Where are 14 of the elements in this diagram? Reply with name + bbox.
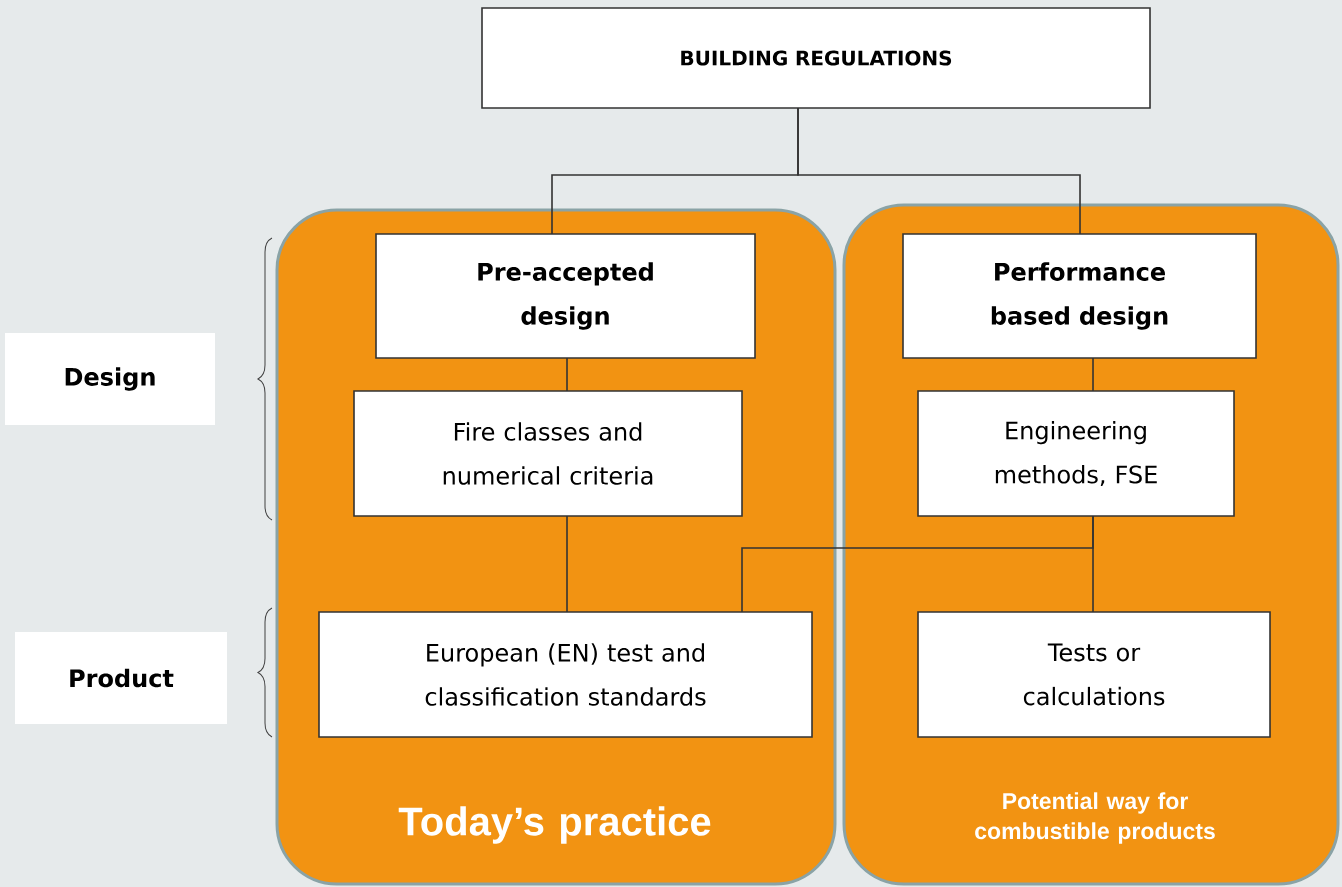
design-box: Pre-accepted design bbox=[375, 233, 756, 359]
process-box: Tests or calculations bbox=[917, 611, 1271, 738]
connector-line bbox=[566, 515, 568, 613]
category-label: Product bbox=[15, 632, 227, 724]
process-box: Engineering methods, FSE bbox=[917, 390, 1235, 517]
design-box: Performance based design bbox=[902, 233, 1257, 359]
process-box: European (EN) test and classification standards bbox=[318, 611, 813, 738]
category-label: Design bbox=[5, 333, 215, 425]
connector-line bbox=[797, 107, 1081, 235]
title-box: BUILDING REGULATIONS bbox=[481, 7, 1151, 109]
connector-line bbox=[566, 357, 568, 392]
connector-line bbox=[741, 515, 1094, 613]
connector-line bbox=[1092, 357, 1094, 392]
process-box: Fire classes and numerical criteria bbox=[353, 390, 743, 517]
